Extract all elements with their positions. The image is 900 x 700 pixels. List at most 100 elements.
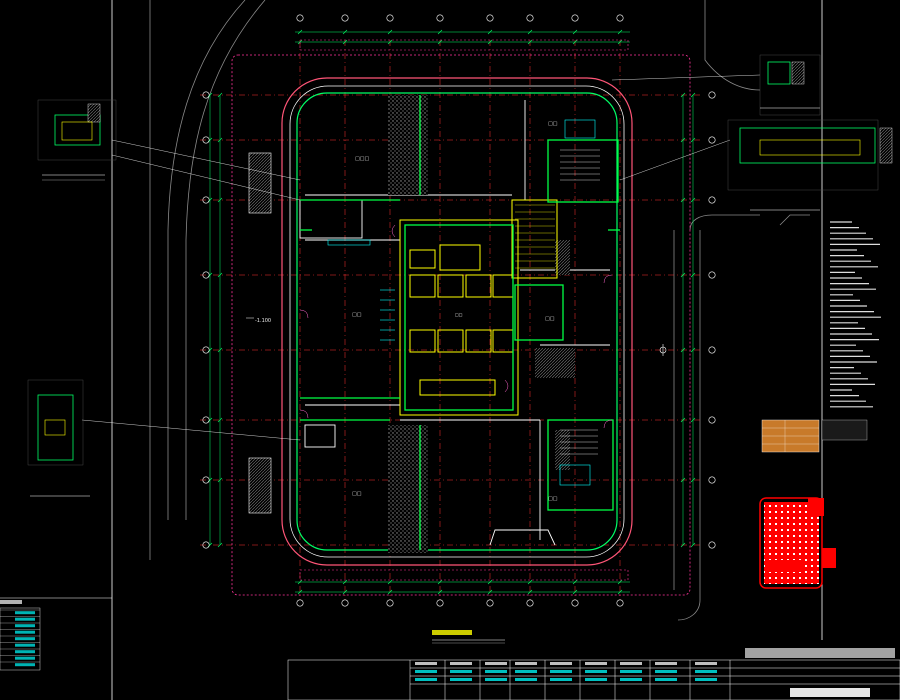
grid-bubble-icon [708,476,716,484]
detail-view-3 [759,54,821,116]
dimension-tick [487,39,493,45]
door-swings [299,224,613,429]
grid-bubble-icon [202,541,210,549]
dimension-tick [617,29,623,35]
grid-bubble-icon [341,14,349,22]
grid-bubble-icon [708,271,716,279]
grid-bubble-icon [202,416,210,424]
dimension-tick [217,347,223,353]
title-block [287,659,900,700]
dimension-tick [680,197,686,203]
dimension-tick [487,589,493,595]
table-cell-mark [15,630,35,634]
dimension-tick [690,477,696,483]
grid-bubble-icon [486,14,494,22]
room-labels: □□□ □□ □□ □□ □□ □□ □□ [352,121,558,502]
grid-bubble-icon [571,14,579,22]
grid-bubble-icon [616,599,624,607]
north-arrow-icon [659,344,667,356]
dimension-tick [217,197,223,203]
dimension-tick [572,29,578,35]
dimension-tick [680,417,686,423]
title-cell-mark [655,662,677,665]
grid-bubble-icon [571,599,579,607]
project-title-mark [745,648,895,658]
dimension-tick [680,137,686,143]
grid-bubble-icon [526,599,534,607]
cyan-details [327,119,596,486]
grid-bubble-icon [708,346,716,354]
dimension-tick [342,39,348,45]
grid-bubble-icon [202,136,210,144]
sheet-number-mark [790,688,870,697]
table-cell-mark [15,611,35,615]
elevation-label: -1.100 [246,317,271,324]
svg-text:□□: □□ [548,121,558,127]
title-cell-mark [620,670,642,673]
dimension-tick [207,542,213,548]
table-header-mark [0,600,22,604]
dimension-tick [207,272,213,278]
dimension-tick [680,92,686,98]
table-cell-mark [15,650,35,654]
title-cell-mark [550,670,572,673]
dimension-tick [437,29,443,35]
grid-bubble-icon [436,599,444,607]
detail-view-1 [37,99,117,181]
dimension-tick [527,39,533,45]
dimension-tick [690,197,696,203]
dimension-tick [297,29,303,35]
title-cell-mark [450,662,472,665]
plan-caption [432,630,505,644]
title-cell-mark [695,670,717,673]
grid-bubble-icon [708,416,716,424]
title-cell-mark [585,662,607,665]
table-cell-mark [15,643,35,647]
grid-bubble-icon [708,196,716,204]
dimension-tick [342,579,348,585]
area-table [761,419,868,453]
grid-bubble-icon [526,14,534,22]
grid-bubbles [202,14,716,607]
title-cell-mark [415,670,437,673]
core-stair-lines [515,204,555,269]
grid-bubble-icon [341,599,349,607]
dimension-tick [437,579,443,585]
building-outline [281,77,633,566]
dimension-tick [217,542,223,548]
dimension-tick [690,347,696,353]
title-cell-mark [620,662,642,665]
green-walls [300,95,620,550]
dimension-tick [527,589,533,595]
title-cell-mark [550,662,572,665]
leader-lines [81,74,761,441]
table-cell-mark [15,637,35,641]
dimension-tick [572,579,578,585]
dimension-tick [527,579,533,585]
grid-bubble-icon [202,476,210,484]
stair-hatch-left [248,152,272,514]
title-cell-mark [695,678,717,681]
grid-bubble-icon [708,541,716,549]
title-cell-mark [485,662,507,665]
dimension-tick [690,417,696,423]
title-cell-mark [550,678,572,681]
title-cell-mark [450,678,472,681]
svg-text:□□: □□ [545,316,555,322]
grid-bubble-icon [202,271,210,279]
title-cell-mark [485,670,507,673]
grid-bubble-icon [486,599,494,607]
dimension-tick [572,39,578,45]
dimension-tick [217,92,223,98]
title-cell-mark [485,678,507,681]
hatched-corridors [388,95,575,553]
dimension-tick [617,39,623,45]
svg-text:□□□: □□□ [355,156,369,162]
table-cell-mark [15,663,35,667]
dimension-tick [207,347,213,353]
dimension-tick [437,39,443,45]
detail-view-2 [27,379,90,497]
grid-bubble-icon [708,91,716,99]
table-cell-mark [15,656,35,660]
